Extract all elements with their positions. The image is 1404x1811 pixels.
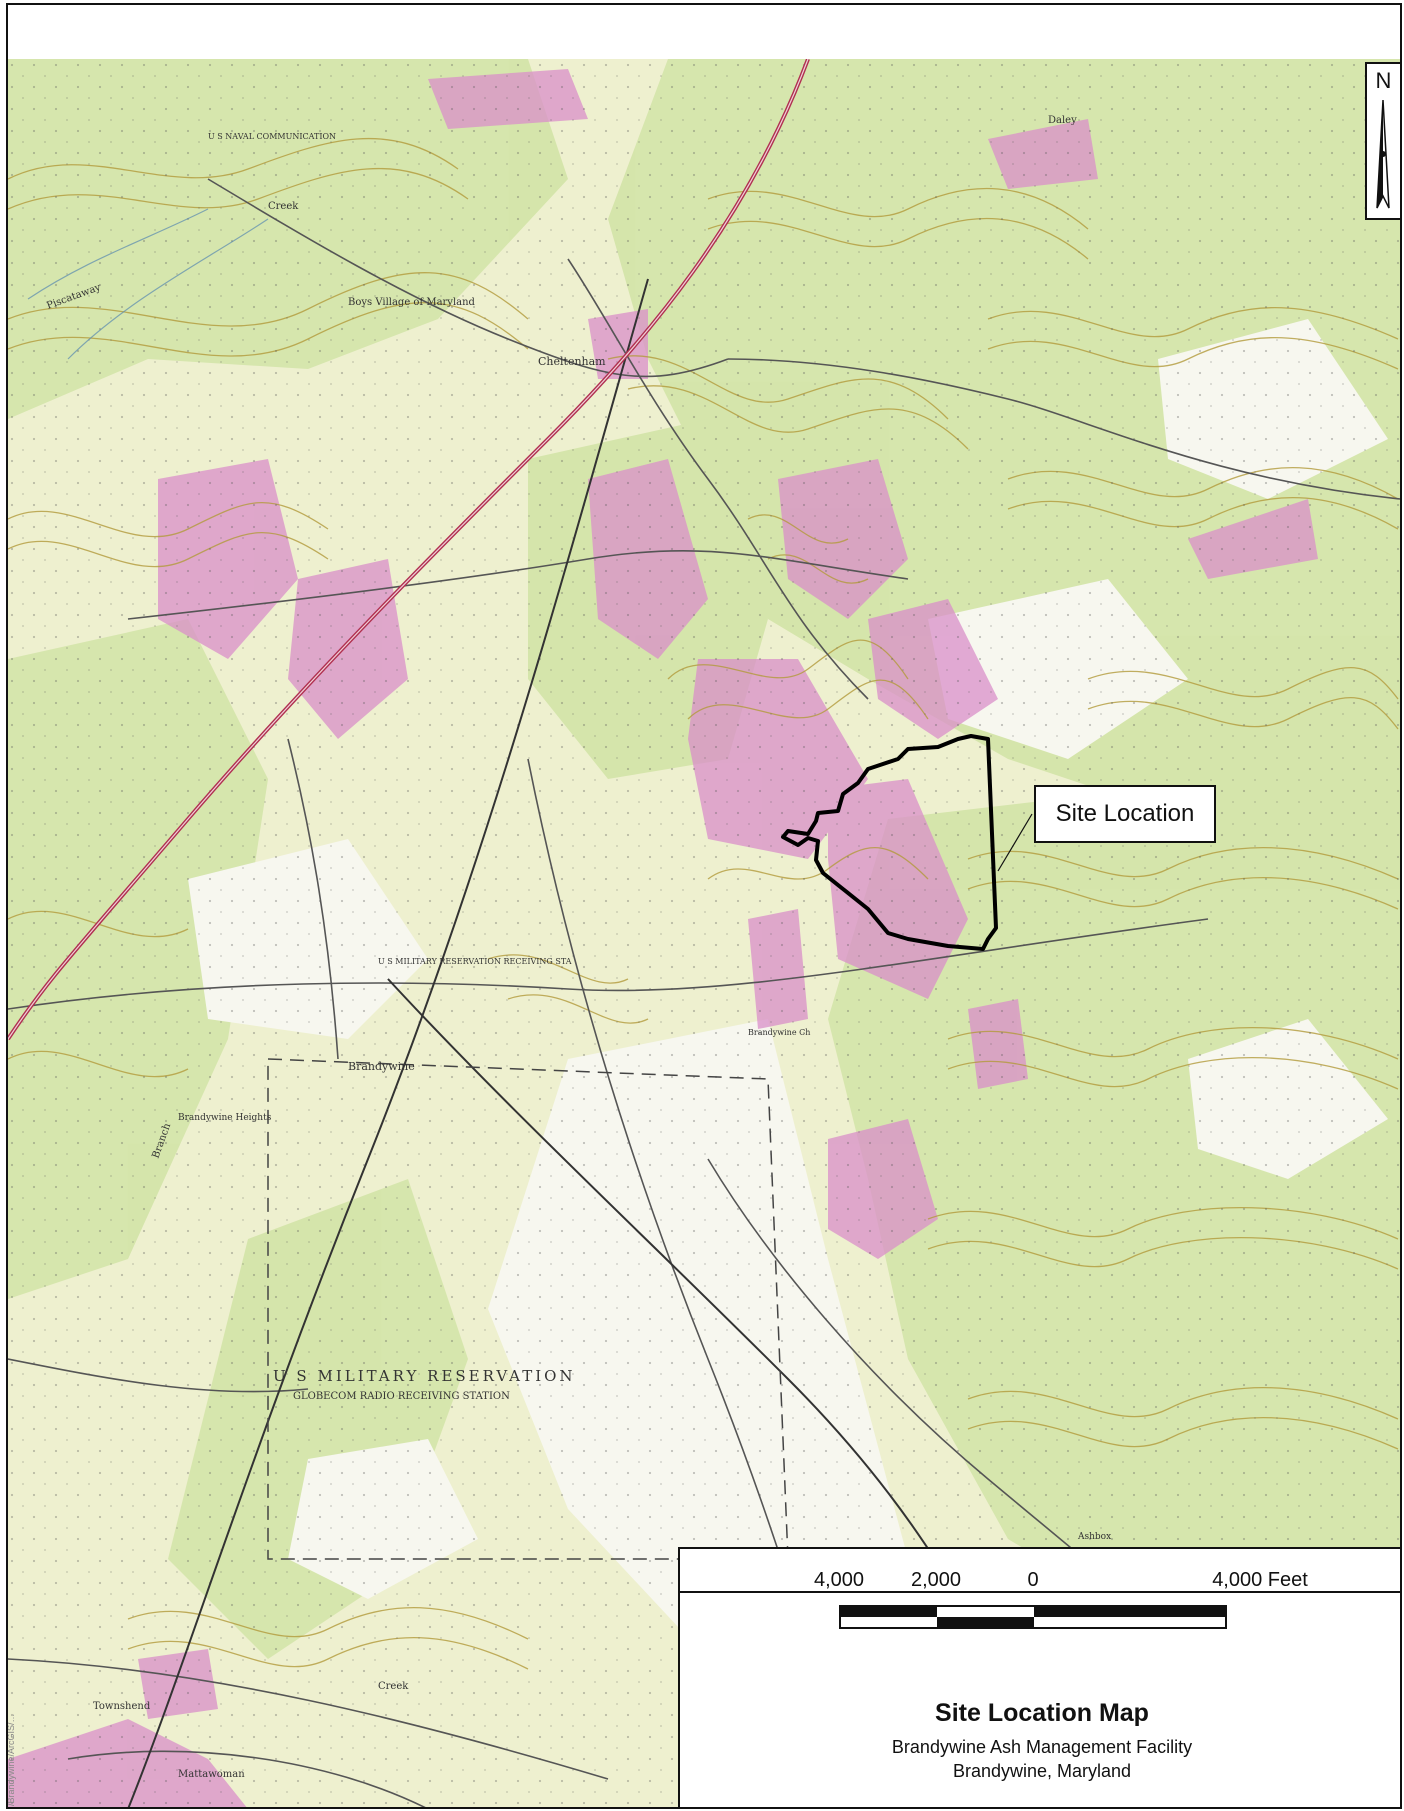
scale-label-0: 0 xyxy=(1027,1569,1039,1591)
label-brandywine: Brandywine xyxy=(348,1060,415,1073)
scale-label-2000: 2,000 xyxy=(910,1569,962,1591)
label-creek-2: Creek xyxy=(378,1681,409,1692)
topographic-map[interactable]: Cheltenham Brandywine Brandywine Heights… xyxy=(8,59,1400,1809)
label-brandywine-heights: Brandywine Heights xyxy=(178,1113,272,1123)
label-mattawoman: Mattawoman xyxy=(178,1769,245,1780)
callout-leader xyxy=(997,813,1033,872)
file-path-label: …/Brandywine/ArcGIS/… xyxy=(6,1355,18,1809)
label-townshend: Townshend xyxy=(93,1701,151,1712)
file-path-text: …/Brandywine/ArcGIS/… xyxy=(6,1713,16,1809)
map-title: Site Location Map xyxy=(935,1699,1149,1727)
site-location-callout: Site Location xyxy=(1034,785,1216,843)
site-outline[interactable] xyxy=(781,734,998,951)
map-frame: Cheltenham Brandywine Brandywine Heights… xyxy=(6,3,1402,1809)
label-globecom: GLOBECOM RADIO RECEIVING STATION xyxy=(293,1391,510,1402)
wetlands xyxy=(27,208,269,360)
texture xyxy=(8,59,1400,1807)
label-ashbox: Ashbox xyxy=(1077,1532,1111,1542)
scale-label-4000-feet: 4,000 Feet xyxy=(1212,1569,1308,1591)
north-letter: N xyxy=(1375,68,1392,93)
label-cheltenham: Cheltenham xyxy=(538,355,606,368)
north-arrow: N xyxy=(1365,62,1400,220)
label-military-reservation: U S MILITARY RESERVATION xyxy=(273,1367,576,1385)
scale-bar xyxy=(839,1605,1227,1629)
scale-labels-row: 4,000 2,000 0 4,000 Feet xyxy=(680,1549,1400,1593)
north-arrow-icon xyxy=(1376,99,1390,209)
label-boys-village: Boys Village of Maryland xyxy=(348,297,476,308)
label-creek-1: Creek xyxy=(268,201,299,212)
map-subtitle-facility: Brandywine Ash Management Facility xyxy=(891,1737,1193,1757)
map-subtitle-location: Brandywine, Maryland xyxy=(952,1761,1132,1781)
scale-label-4000-left: 4,000 xyxy=(813,1569,865,1591)
label-us-naval: U S NAVAL COMMUNICATION xyxy=(208,132,336,141)
label-military-small: U S MILITARY RESERVATION RECEIVING STA xyxy=(378,957,572,966)
title-block: 4,000 2,000 0 4,000 Feet Site Location M… xyxy=(678,1547,1400,1807)
label-daley: Daley xyxy=(1048,115,1077,126)
label-brandywine-ch: Brandywine Ch xyxy=(748,1028,810,1037)
